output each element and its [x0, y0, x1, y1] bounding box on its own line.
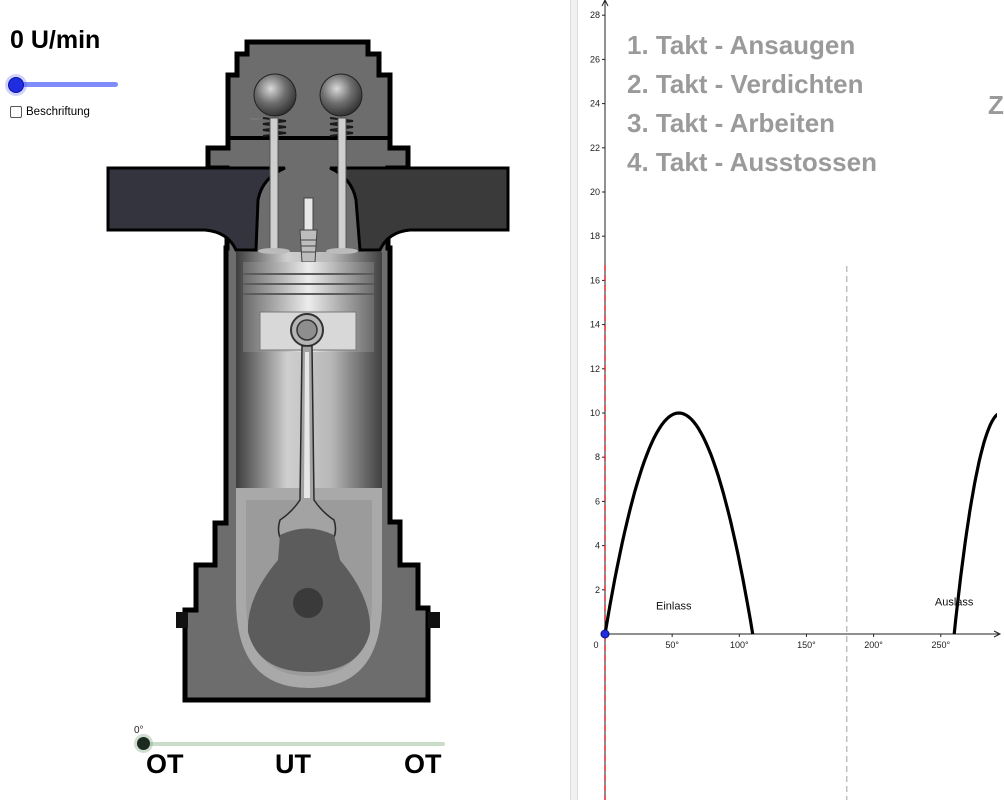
y-tick-label: 22	[590, 143, 600, 153]
rpm-readout: 0 U/min	[10, 26, 101, 54]
position-label-ot-start: OT	[146, 749, 184, 779]
panel-divider[interactable]	[570, 0, 578, 800]
position-label-ot-end: OT	[404, 749, 442, 779]
intake-valve-cam	[253, 73, 297, 117]
labels-checkbox-label: Beschriftung	[26, 106, 90, 118]
y-tick-label: 12	[590, 364, 600, 374]
y-axis-arrow	[601, 0, 609, 7]
exhaust-curve	[952, 412, 997, 635]
y-tick-label: 6	[595, 496, 600, 506]
position-label-ut: UT	[275, 749, 311, 779]
intake-curve-label: Einlass	[656, 601, 692, 613]
x-tick-label: 0	[593, 640, 598, 650]
x-axis-arrow	[993, 630, 1002, 638]
y-tick-label: 24	[590, 99, 600, 109]
y-tick-label: 4	[595, 541, 600, 551]
stroke-item-intake: 1. Takt - Ansaugen	[627, 30, 856, 60]
y-tick-label: 16	[590, 275, 600, 285]
y-tick-label: 26	[590, 54, 600, 64]
y-tick-label: 10	[590, 408, 600, 418]
intake-curve	[603, 411, 755, 635]
engine-panel: 0 U/min Beschriftung	[8, 26, 510, 779]
x-tick-label: 100°	[730, 640, 749, 650]
y-tick-label: 20	[590, 187, 600, 197]
exhaust-curve-label: Auslass	[935, 596, 974, 608]
checkbox-icon[interactable]	[10, 106, 22, 118]
slider-knob-icon[interactable]	[8, 77, 24, 93]
rpm-slider-track[interactable]	[14, 82, 118, 87]
stroke-item-power: 3. Takt - Arbeiten	[627, 108, 836, 138]
engine-cutaway-illustration	[106, 39, 510, 703]
x-tick-label: 250°	[931, 640, 950, 650]
current-angle-point[interactable]	[600, 629, 610, 639]
cut-off-label: Z	[988, 90, 1004, 120]
graph-panel	[578, 0, 1000, 800]
crank-angle-readout: 0°	[134, 725, 144, 736]
stroke-list: 1. Takt - Ansaugen 2. Takt - Verdichten …	[627, 30, 877, 186]
valve-springs	[262, 117, 354, 137]
x-tick-label: 50°	[665, 640, 679, 650]
crank-angle-slider[interactable]	[135, 736, 450, 752]
crank-slider-track[interactable]	[143, 742, 445, 746]
labels-checkbox[interactable]: Beschriftung	[10, 106, 90, 118]
y-tick-label: 18	[590, 231, 600, 241]
y-tick-label: 28	[590, 10, 600, 20]
x-tick-label: 200°	[864, 640, 883, 650]
rpm-slider[interactable]	[8, 77, 120, 93]
stroke-item-compression: 2. Takt - Verdichten	[627, 69, 864, 99]
slider-knob-icon[interactable]	[137, 737, 150, 750]
y-tick-label: 2	[595, 585, 600, 595]
y-tick-label: 8	[595, 452, 600, 462]
y-tick-label: 14	[590, 320, 600, 330]
stroke-item-exhaust: 4. Takt - Ausstossen	[627, 147, 877, 177]
exhaust-valve-cam	[319, 73, 363, 117]
x-tick-label: 150°	[797, 640, 816, 650]
